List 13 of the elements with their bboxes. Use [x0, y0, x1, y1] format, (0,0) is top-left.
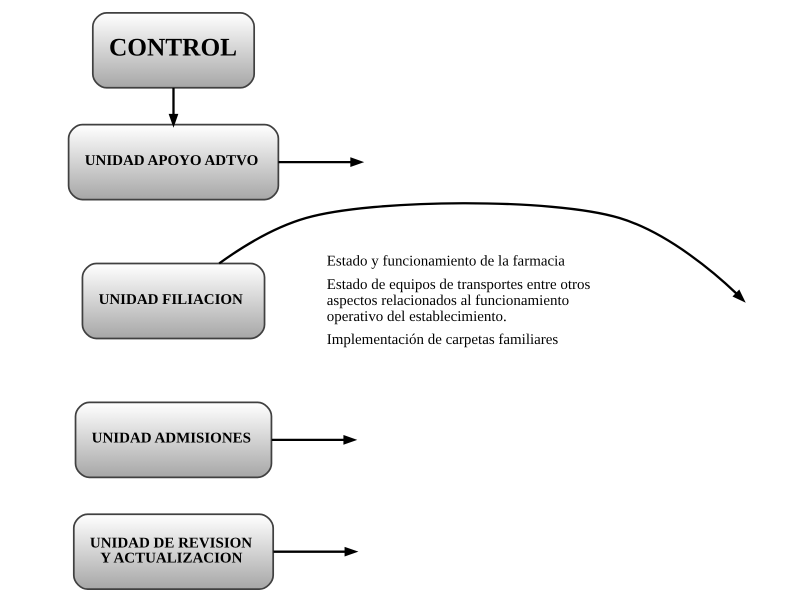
arrow [271, 435, 357, 445]
arrow [168, 88, 178, 128]
node-box: UNIDAD FILIACION [81, 262, 265, 340]
node-box: CONTROL [91, 12, 255, 89]
arrow [272, 546, 358, 557]
arrow [278, 157, 364, 167]
node-box: UNIDAD DE REVISION Y ACTUALIZACION [72, 513, 274, 590]
arrow [218, 202, 746, 303]
node-box: UNIDAD APOYO ADTVO [67, 124, 279, 200]
node-box: UNIDAD ADMISIONES [74, 402, 272, 478]
label: Estado y funcionamiento de la farmacia [326, 254, 564, 270]
label: Estado de equipos de transportes entre otros aspectos relacionados al funcionamiento operativo del establecimiento. [326, 276, 590, 326]
label: Implementación de carpetas familiares [326, 332, 558, 348]
